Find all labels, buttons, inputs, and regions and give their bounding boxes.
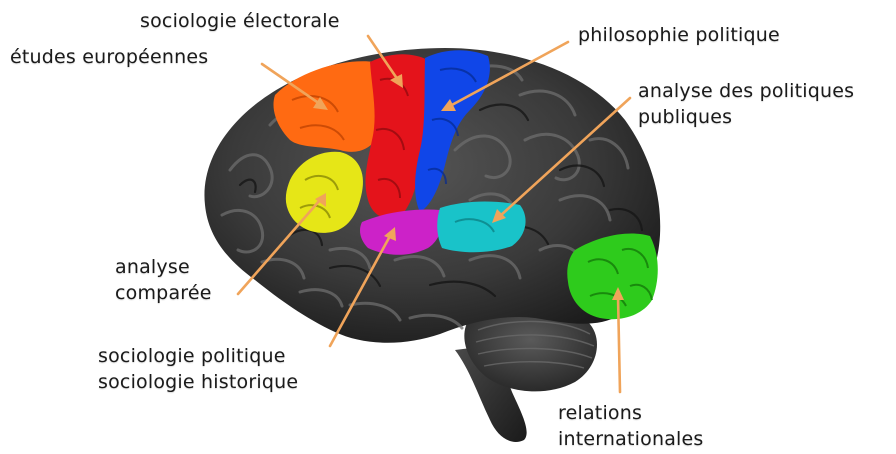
label-etudes-europeennes: études européennes [10, 44, 208, 70]
region-orange [273, 61, 381, 152]
label-text-line-1: relations [558, 400, 704, 426]
label-text: sociologie électorale [140, 8, 340, 34]
label-sociologie-politique-historique: sociologie politique sociologie historiq… [98, 343, 298, 395]
label-text-line-2: comparée [115, 280, 212, 306]
label-philosophie-politique: philosophie politique [578, 22, 780, 48]
label-text-line-1: analyse [115, 254, 212, 280]
region-cyan [437, 202, 525, 253]
label-text: philosophie politique [578, 22, 780, 48]
label-sociologie-electorale: sociologie électorale [140, 8, 340, 34]
label-text: études européennes [10, 44, 208, 70]
label-analyse-des-politiques-publiques: analyse des politiques publiques [638, 78, 854, 130]
label-text-line-1: sociologie politique [98, 343, 298, 369]
label-relations-internationales: relations internationales [558, 400, 704, 452]
label-text-line-2: internationales [558, 426, 704, 452]
label-analyse-comparee: analyse comparée [115, 254, 212, 306]
label-text-line-2: publiques [638, 104, 854, 130]
label-text-line-2: sociologie historique [98, 369, 298, 395]
label-text-line-1: analyse des politiques [638, 78, 854, 104]
